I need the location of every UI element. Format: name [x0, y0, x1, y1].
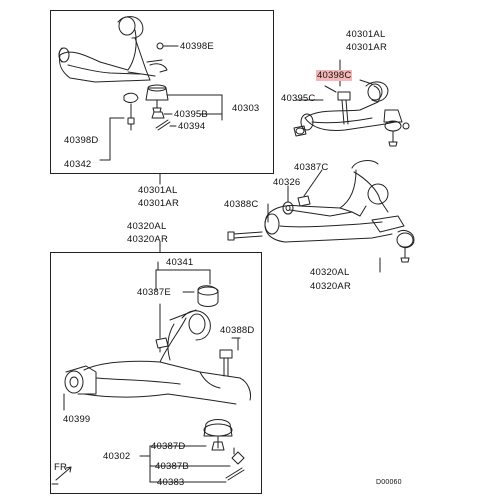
part-label-40383: 40383	[157, 477, 185, 488]
part-label-40301AL-left: 40301AL	[138, 185, 178, 196]
part-label-40326: 40326	[273, 177, 301, 188]
part-label-40395C: 40395C	[281, 93, 316, 104]
part-label-40398C: 40398C	[316, 70, 353, 81]
part-label-40320AL-left: 40320AL	[127, 221, 167, 232]
lower-arm-detail-box	[50, 252, 262, 494]
part-label-40399: 40399	[63, 414, 91, 425]
part-label-40320AR-right: 40320AR	[310, 281, 352, 292]
part-label-40301AL-right: 40301AL	[346, 29, 386, 40]
front-direction-label: FR	[54, 462, 68, 473]
upper-arm-drawing-box	[58, 16, 223, 161]
upper-arm-detail-box	[50, 10, 274, 174]
part-label-40301AR-right: 40301AR	[346, 42, 388, 53]
upper-arm-assembly	[293, 79, 410, 147]
part-label-40387B: 40387B	[155, 461, 189, 472]
part-label-40388D: 40388D	[220, 325, 255, 336]
lower-arm-assembly	[227, 160, 415, 273]
part-label-40320AR-left: 40320AR	[127, 234, 169, 245]
part-label-40341: 40341	[166, 257, 194, 268]
part-label-40388C: 40388C	[224, 199, 259, 210]
part-label-40387D: 40387D	[151, 441, 186, 452]
front-arrow-icon	[51, 466, 72, 485]
part-label-40342: 40342	[64, 159, 92, 170]
part-label-40387E: 40387E	[137, 287, 171, 298]
part-label-40394: 40394	[178, 121, 206, 132]
lower-arm-drawing-box	[63, 261, 251, 483]
part-label-40398E: 40398E	[180, 41, 214, 52]
part-label-40398D: 40398D	[64, 135, 99, 146]
part-label-40320AL-right: 40320AL	[310, 267, 350, 278]
part-label-40387C: 40387C	[294, 162, 329, 173]
diagram-code: D00060	[376, 479, 402, 486]
part-label-40395B: 40395B	[174, 109, 208, 120]
part-label-40302: 40302	[103, 451, 131, 462]
part-label-40301AR-left: 40301AR	[138, 198, 180, 209]
part-label-40303: 40303	[232, 103, 260, 114]
